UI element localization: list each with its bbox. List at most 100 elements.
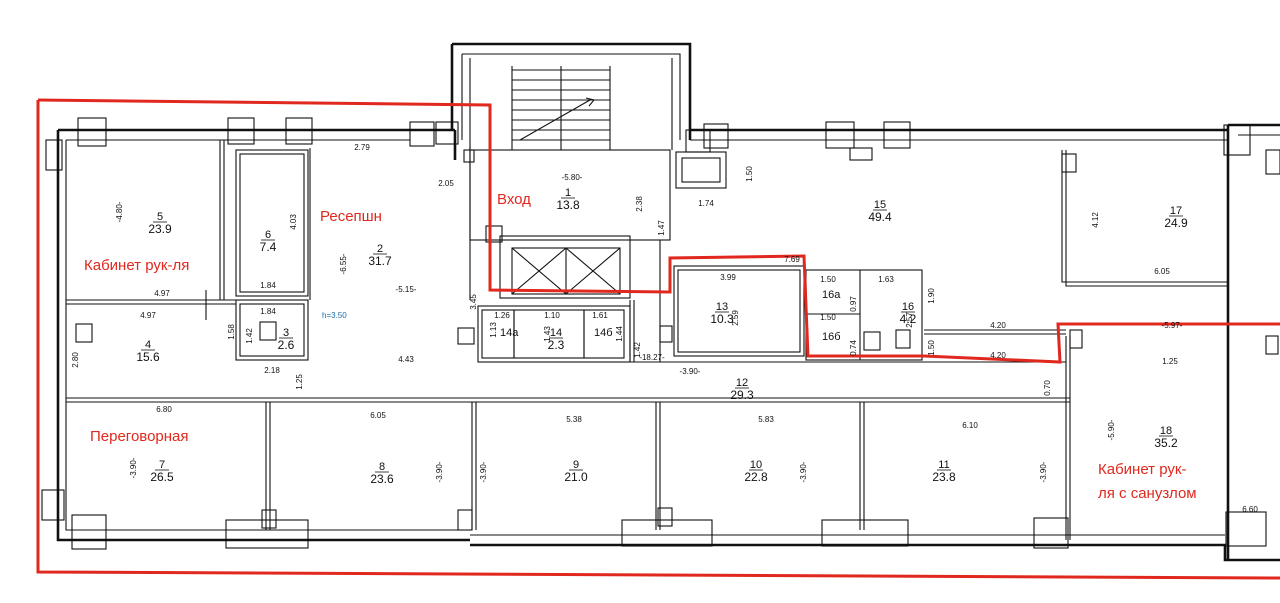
dimension-label: 1.26 <box>494 311 510 320</box>
dimension-label: 2.59 <box>731 310 740 326</box>
dimension-label: 4.20 <box>990 321 1006 330</box>
room-number: 10 <box>750 459 762 471</box>
room-area: 35.2 <box>1154 436 1178 450</box>
interior-walls <box>66 140 1280 540</box>
dimension-label: -5.90- <box>1107 419 1116 440</box>
dimension-label: 4.97 <box>140 311 156 320</box>
dimension-label: -3.90- <box>680 367 701 376</box>
room-area: 2.3 <box>548 338 565 352</box>
dimension-label: -5.97- <box>1162 321 1183 330</box>
room-area: 15.6 <box>136 350 160 364</box>
dimension-label: 0.97 <box>849 296 858 312</box>
room-area: 10.3 <box>710 312 734 326</box>
room-number: 5 <box>157 211 163 223</box>
room-area: 21.0 <box>564 470 588 484</box>
ceiling-height-note: h=3.50 <box>322 311 347 320</box>
dimension-label: 1.63 <box>878 275 894 284</box>
dimension-label: -3.90- <box>799 461 808 482</box>
room-area: 49.4 <box>868 210 892 224</box>
room-area: 23.6 <box>370 472 394 486</box>
dimension-label: 2.38 <box>635 196 644 212</box>
dimension-label: 1.84 <box>260 307 276 316</box>
dimension-label: 7.69 <box>784 255 800 264</box>
room-number: 6 <box>265 229 271 241</box>
room-number: 17 <box>1170 205 1182 217</box>
room-number: 16 <box>902 301 914 313</box>
dimension-label: 6.05 <box>1154 267 1170 276</box>
subroom-14b: 14б <box>594 327 613 339</box>
dimension-label: 6.10 <box>962 421 978 430</box>
room-area: 26.5 <box>150 470 174 484</box>
dimension-label: 1.10 <box>544 311 560 320</box>
room-number: 4 <box>145 339 151 351</box>
dimension-label: -18.27- <box>639 353 665 362</box>
label-chief-office-bath-line1: Кабинет рук- <box>1098 461 1186 478</box>
dimension-label: -3.90- <box>1039 461 1048 482</box>
dimension-label: 4.97 <box>154 289 170 298</box>
dimension-label: 1.42 <box>633 342 642 358</box>
label-reception: Ресепшн <box>320 208 382 225</box>
dimension-label: 1.50 <box>820 275 836 284</box>
dimension-label: -6.55- <box>339 253 348 274</box>
zone-labels: Кабинет рук-ля Ресепшн Вход Переговорная… <box>84 191 1197 502</box>
dimension-label: 6.60 <box>1242 505 1258 514</box>
columns <box>41 117 1267 550</box>
subroom-14a: 14а <box>500 327 519 339</box>
dimension-label: 3.45 <box>469 294 478 310</box>
room-number: 15 <box>874 199 886 211</box>
highlight-boundaries <box>36 98 1280 580</box>
dimension-label: 6.80 <box>156 405 172 414</box>
dimension-label: 1.90 <box>927 288 936 304</box>
dimension-label: 1.50 <box>820 313 836 322</box>
dimension-label: 2.05 <box>438 179 454 188</box>
dimension-label: 1.43 <box>543 326 552 342</box>
outer-walls <box>56 42 1280 562</box>
dimension-label: 2.57 <box>905 312 914 328</box>
room-number: 8 <box>379 461 385 473</box>
dimension-label: 4.03 <box>289 214 298 230</box>
dimension-label: 2.18 <box>264 366 280 375</box>
dimension-labels: 2.792.05-4.80-4.03-6.55-1.844.971.844.97… <box>71 143 1258 514</box>
room-number: 18 <box>1160 425 1172 437</box>
dimension-label: 1.50 <box>745 166 754 182</box>
room-number: 2 <box>377 243 383 255</box>
dimension-label: 3.99 <box>720 273 736 282</box>
subroom-16b: 16б <box>822 331 841 343</box>
room-number: 3 <box>283 327 289 339</box>
dimension-label: -3.90- <box>435 461 444 482</box>
dimension-label: 4.43 <box>398 355 414 364</box>
dimension-label: -5.80- <box>562 173 583 182</box>
dimension-label: 1.25 <box>295 374 304 390</box>
dimension-label: 1.50 <box>927 340 936 356</box>
room-area: 23.9 <box>148 222 172 236</box>
dimension-label: 0.74 <box>849 340 858 356</box>
room-area: 31.7 <box>368 254 392 268</box>
room-area: 22.8 <box>744 470 768 484</box>
sub-room-labels: 16а 16б 14а 14б <box>500 289 841 343</box>
label-meeting-room: Переговорная <box>90 428 189 445</box>
label-chief-office: Кабинет рук-ля <box>84 257 189 274</box>
room-number: 13 <box>716 301 728 313</box>
dimension-label: 1.74 <box>698 199 714 208</box>
dimension-label: 1.61 <box>592 311 608 320</box>
dimension-label: 4.12 <box>1091 212 1100 228</box>
dimension-label: 1.44 <box>615 326 624 342</box>
subroom-16a: 16а <box>822 289 841 301</box>
dimension-label: 2.79 <box>354 143 370 152</box>
dimension-label: 5.38 <box>566 415 582 424</box>
room-area: 13.8 <box>556 198 580 212</box>
label-chief-office-bath-line2: ля с санузлом <box>1098 485 1197 502</box>
room-number: 11 <box>938 459 949 471</box>
dimension-label: 0.70 <box>1043 380 1052 396</box>
room-number: 12 <box>736 377 748 389</box>
dimension-label: 1.42 <box>245 328 254 344</box>
room-area: 29.3 <box>730 388 754 402</box>
dimension-label: 4.20 <box>990 351 1006 360</box>
dimension-label: 1.13 <box>489 322 498 338</box>
dimension-label: 1.47 <box>657 220 666 236</box>
dimension-label: -4.80- <box>115 201 124 222</box>
room-area: 24.9 <box>1164 216 1188 230</box>
room-number: 7 <box>159 459 165 471</box>
